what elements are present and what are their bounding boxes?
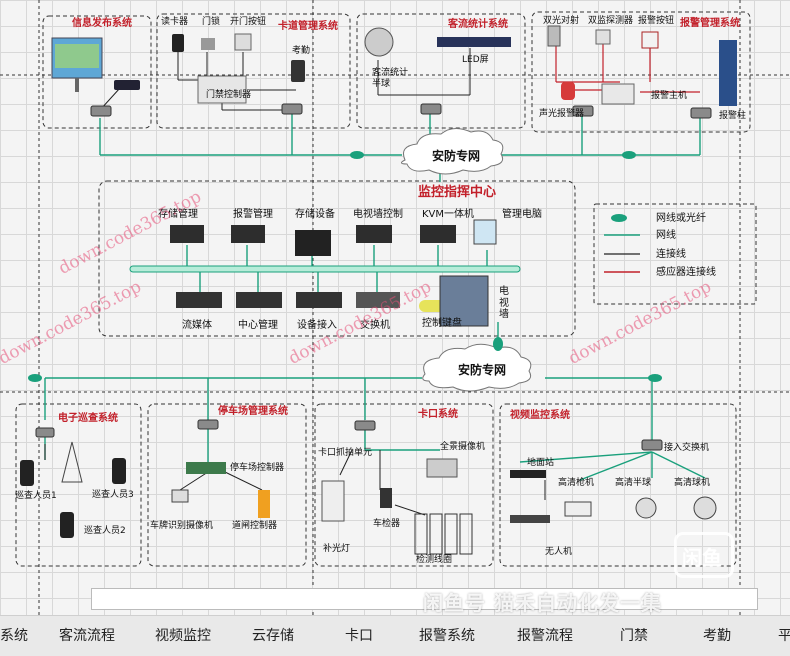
- bayonet-unit-label: 卡口抓拍单元: [318, 448, 373, 458]
- legend-lines: [604, 234, 640, 273]
- fill-light-label: 补光灯: [323, 544, 351, 554]
- patrol-person-1: 巡查人员1: [15, 491, 57, 501]
- legend-network-label: 网线: [656, 230, 676, 241]
- beam-label: 双光对射: [543, 16, 580, 26]
- network-cloud-top-label: 安防专网: [432, 149, 481, 163]
- tab-bayonet[interactable]: 卡口: [345, 628, 373, 644]
- center-item-kvm: KVM一体机: [422, 209, 475, 220]
- exit-button-icon: [234, 33, 252, 51]
- patrol-person-3: 巡查人员3: [92, 490, 134, 500]
- tab-access-control[interactable]: 门禁: [620, 628, 648, 644]
- gate-controller-label: 道闸控制器: [232, 521, 278, 531]
- sheet-tab-bar: 系统 客流流程 视频监控 云存储 卡口 报警系统 报警流程 门禁 考勤 平: [0, 615, 790, 656]
- hd-bullet-label: 高清枪机: [558, 478, 595, 488]
- led-screen-icon: [437, 37, 511, 47]
- dome-counter-label: 客流统计 半球: [372, 68, 409, 89]
- flow-system-title: 客流统计系统: [448, 19, 508, 30]
- center-item-mgmt-pc: 管理电脑: [502, 209, 542, 220]
- alarm-host-icon: [601, 83, 635, 105]
- tab-flow-process[interactable]: 客流流程: [59, 628, 115, 644]
- center-bottom-switch: 交换机: [360, 320, 390, 331]
- center-bottom-device-access: 设备接入: [297, 320, 337, 331]
- exit-button-label: 开门按钮: [230, 17, 267, 27]
- tab-alarm-system[interactable]: 报警系统: [419, 628, 475, 644]
- fiber-connectors: [28, 151, 662, 382]
- tab-alarm-process[interactable]: 报警流程: [517, 628, 573, 644]
- logo-text: 闲鱼: [682, 546, 722, 570]
- tab-attendance[interactable]: 考勤: [703, 628, 731, 644]
- patrol-person-2: 巡查人员2: [84, 526, 126, 536]
- alarm-column-label: 报警柱: [719, 111, 747, 121]
- patrol-system-title: 电子巡查系统: [58, 413, 118, 424]
- tab-system[interactable]: 系统: [0, 628, 28, 644]
- topology-diagram: [0, 0, 790, 615]
- panorama-camera-label: 全景摄像机: [440, 442, 486, 452]
- door-controller-icon: [197, 75, 247, 104]
- tab-video-monitor[interactable]: 视频监控: [155, 628, 211, 644]
- tab-more[interactable]: 平: [778, 628, 790, 644]
- dual-detector-icon: [595, 29, 611, 45]
- network-cloud-bottom-label: 安防专网: [458, 363, 507, 377]
- detection-coil-label: 检测线圈: [416, 555, 453, 565]
- beam-detector-icon: [547, 25, 561, 47]
- plate-camera-label: 车牌识别摄像机: [150, 521, 214, 531]
- app-logo: 闲鱼: [674, 532, 734, 578]
- subsystem-boxes: [15, 11, 757, 567]
- vehicle-detector-label: 车检器: [373, 519, 401, 529]
- hd-dome-label: 高清半球: [615, 478, 652, 488]
- card-system-title: 卡道管理系统: [278, 21, 338, 32]
- alarm-button-icon: [641, 31, 659, 49]
- center-devices: [170, 219, 497, 327]
- alarm-system-title: 报警管理系统: [680, 18, 740, 29]
- center-item-storage-mgmt: 存储管理: [158, 209, 198, 220]
- switches-top: [90, 103, 712, 119]
- parking-controller-label: 停车场控制器: [230, 463, 285, 473]
- overlay-caption: 闲鱼号 猫禾自动化发一集: [423, 591, 662, 615]
- attendance-label: 考勤: [292, 46, 311, 56]
- card-reader-label: 读卡器: [161, 17, 189, 27]
- hd-ptz-label: 高清球机: [674, 478, 711, 488]
- center-bus: [129, 245, 521, 292]
- bayonet-system-title: 卡口系统: [418, 409, 458, 420]
- drone-label: 无人机: [545, 547, 573, 557]
- center-title: 监控指挥中心: [418, 185, 497, 200]
- scroll-bar[interactable]: [91, 588, 758, 610]
- legend-sensor-label: 感应器连接线: [656, 267, 716, 278]
- tab-cloud-storage[interactable]: 云存储: [252, 628, 294, 644]
- door-controller-label: 门禁控制器: [206, 90, 252, 100]
- ground-station-label: 地面站: [527, 458, 555, 468]
- dual-detector-label: 双监探测器: [588, 16, 634, 26]
- attendance-terminal-icon: [291, 60, 305, 82]
- legend-connect-label: 连接线: [656, 249, 686, 260]
- card-reader-icon: [172, 34, 184, 52]
- media-player-icon: [114, 80, 140, 90]
- bottom-devices: [20, 419, 717, 555]
- tv-wall-label: 电 视 墙: [499, 286, 509, 320]
- center-bottom-keyboard: 控制键盘: [422, 318, 462, 329]
- dome-counter-camera-icon: [364, 27, 394, 57]
- siren-icon: [561, 82, 575, 100]
- alarm-host-label: 报警主机: [651, 91, 688, 101]
- door-lock-label: 门锁: [202, 17, 221, 27]
- center-bottom-central-mgmt: 中心管理: [238, 320, 278, 331]
- cloud-bottom: [422, 343, 532, 392]
- video-system-title: 视频监控系统: [510, 410, 570, 421]
- parking-system-title: 停车场管理系统: [218, 406, 288, 417]
- alarm-column-icon: [719, 40, 737, 106]
- legend-fiber-label: 网线或光纤: [656, 213, 706, 224]
- center-item-storage-device: 存储设备: [295, 209, 335, 220]
- connect-lines: [44, 48, 546, 516]
- center-bottom-streaming: 流媒体: [182, 320, 212, 331]
- led-screen-label: LED屏: [462, 55, 489, 65]
- center-item-alarm-mgmt: 报警管理: [233, 209, 273, 220]
- billboard-image: [51, 37, 103, 92]
- info-system-title: 信息发布系统: [72, 18, 132, 29]
- access-switch-label: 接入交换机: [664, 443, 710, 453]
- siren-label: 声光报警器: [539, 109, 585, 119]
- center-item-tvwall-control: 电视墙控制: [353, 209, 403, 220]
- cloud-top: [401, 128, 504, 175]
- alarm-button-label: 报警按钮: [638, 16, 675, 26]
- door-lock-icon: [201, 38, 215, 50]
